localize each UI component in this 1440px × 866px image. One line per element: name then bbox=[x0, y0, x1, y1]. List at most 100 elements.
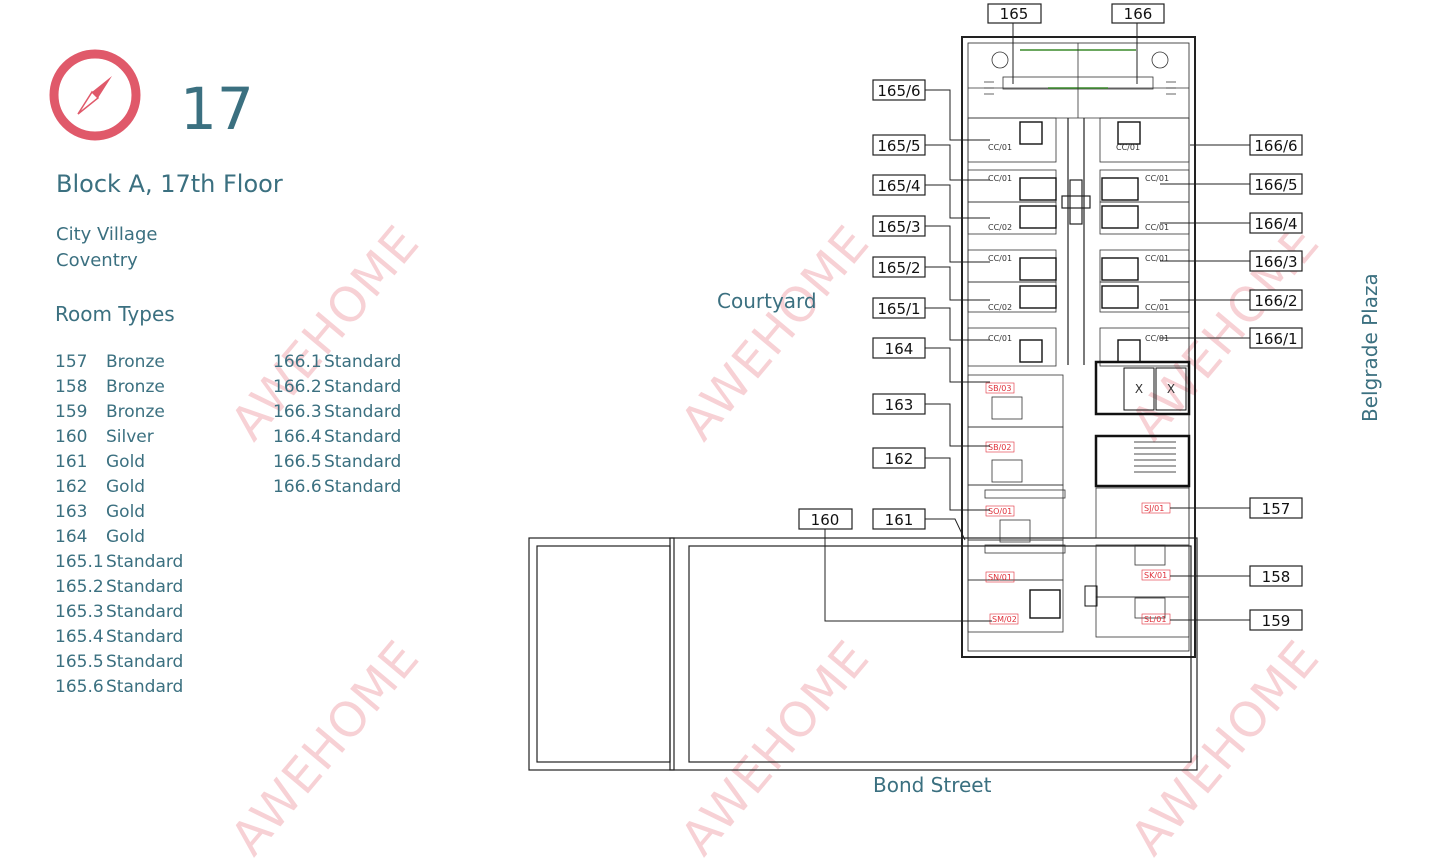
callout-label: 166/5 bbox=[1254, 176, 1297, 194]
room-number: 165.3 bbox=[55, 602, 104, 622]
room-code: SB/03 bbox=[988, 384, 1011, 393]
room-number: 166.3 bbox=[273, 402, 322, 422]
room-code: CC/01 bbox=[988, 334, 1012, 343]
lift-core bbox=[1084, 360, 1191, 607]
room-type: Standard bbox=[106, 577, 184, 597]
room-number: 157 bbox=[55, 352, 88, 372]
location-area: City Village bbox=[56, 224, 158, 245]
room-type: Bronze bbox=[106, 352, 165, 372]
callout-label: 166/1 bbox=[1254, 330, 1297, 348]
room-code: CC/02 bbox=[988, 223, 1012, 232]
room-code: CC/01 bbox=[988, 254, 1012, 263]
callout-label: 165/2 bbox=[877, 259, 920, 277]
room-type: Standard bbox=[324, 452, 402, 472]
room-code: SM/02 bbox=[992, 615, 1017, 624]
room-code: SK/01 bbox=[1144, 571, 1167, 580]
location-city: Coventry bbox=[56, 250, 138, 271]
room-code: CC/01 bbox=[1145, 334, 1169, 343]
room-number: 166.5 bbox=[273, 452, 322, 472]
bond-street-label: Bond Street bbox=[873, 773, 992, 797]
lift-mark: X bbox=[1135, 382, 1143, 396]
room-number: 163 bbox=[55, 502, 88, 522]
room-type: Standard bbox=[106, 652, 184, 672]
room-type: Gold bbox=[106, 502, 146, 522]
leader-lines bbox=[824, 23, 1250, 622]
room-type: Gold bbox=[106, 527, 146, 547]
room-type: Standard bbox=[106, 552, 184, 572]
room-number: 161 bbox=[55, 452, 88, 472]
room-codes-cc: CC/01 CC/01 CC/02 CC/01 CC/02 CC/01 CC/0… bbox=[988, 143, 1169, 343]
room-type: Standard bbox=[324, 477, 402, 497]
room-code: CC/01 bbox=[1116, 143, 1140, 152]
room-number: 166.4 bbox=[273, 427, 322, 447]
room-code: CC/01 bbox=[1145, 174, 1169, 183]
room-number: 158 bbox=[55, 377, 88, 397]
page-title: Block A, 17th Floor bbox=[56, 170, 283, 198]
floor-plan: X X SB/03 SB/02 SO/01 SN/01 SM/02 SL/01 … bbox=[528, 3, 1382, 797]
room-type: Standard bbox=[324, 402, 402, 422]
room-number: 162 bbox=[55, 477, 88, 497]
callout-label: 165/4 bbox=[877, 177, 920, 195]
room-type: Standard bbox=[324, 352, 402, 372]
callout-label: 165/6 bbox=[877, 82, 920, 100]
callout-label: 164 bbox=[885, 340, 914, 358]
callout-label: 166/4 bbox=[1254, 215, 1297, 233]
room-type: Standard bbox=[324, 427, 402, 447]
callout-label: 165 bbox=[1000, 5, 1029, 23]
annex-block bbox=[528, 537, 1198, 771]
callout-label: 163 bbox=[885, 396, 914, 414]
callout-label: 165/3 bbox=[877, 218, 920, 236]
room-type: Bronze bbox=[106, 377, 165, 397]
callout-label: 166/2 bbox=[1254, 292, 1297, 310]
top-rooms bbox=[968, 43, 1189, 119]
room-number: 165.5 bbox=[55, 652, 104, 672]
callout-label: 166/3 bbox=[1254, 253, 1297, 271]
room-code: CC/01 bbox=[1145, 223, 1169, 232]
room-code: SJ/01 bbox=[1144, 504, 1164, 513]
room-code: CC/02 bbox=[988, 303, 1012, 312]
room-number: 165.1 bbox=[55, 552, 104, 572]
right-rooms bbox=[1095, 117, 1190, 638]
floor-number: 17 bbox=[180, 75, 254, 143]
callout-label: 165/1 bbox=[877, 300, 920, 318]
callout-label: 158 bbox=[1262, 568, 1291, 586]
callout-label: 165/5 bbox=[877, 137, 920, 155]
callout-label: 166 bbox=[1124, 5, 1153, 23]
compass-icon bbox=[49, 49, 141, 141]
room-code: CC/01 bbox=[1145, 254, 1169, 263]
room-code: CC/01 bbox=[1145, 303, 1169, 312]
callout-label: 157 bbox=[1262, 500, 1291, 518]
room-codes: SB/03 SB/02 SO/01 SN/01 SM/02 SL/01 SK/0… bbox=[985, 382, 1171, 625]
room-code: SB/02 bbox=[988, 443, 1011, 452]
building-outline bbox=[961, 36, 1196, 658]
room-types-heading: Room Types bbox=[55, 302, 175, 326]
room-code: CC/01 bbox=[988, 143, 1012, 152]
room-type: Gold bbox=[106, 477, 146, 497]
room-number: 165.2 bbox=[55, 577, 104, 597]
room-number: 160 bbox=[55, 427, 88, 447]
courtyard-label: Courtyard bbox=[717, 289, 817, 313]
callout-label: 161 bbox=[885, 511, 914, 529]
room-number: 159 bbox=[55, 402, 88, 422]
belgrade-plaza-label: Belgrade Plaza bbox=[1358, 273, 1382, 422]
room-code: CC/01 bbox=[988, 174, 1012, 183]
room-code: SL/01 bbox=[1144, 615, 1166, 624]
room-type: Gold bbox=[106, 452, 146, 472]
room-code: SN/01 bbox=[988, 573, 1012, 582]
room-code: SO/01 bbox=[988, 507, 1012, 516]
room-type: Bronze bbox=[106, 402, 165, 422]
room-type: Standard bbox=[324, 377, 402, 397]
callout-labels: 165 166 165/6 165/5 165/4 165/3 165/2 16… bbox=[811, 5, 1298, 630]
room-number: 164 bbox=[55, 527, 88, 547]
room-number: 165.6 bbox=[55, 677, 104, 697]
callout-label: 162 bbox=[885, 450, 914, 468]
room-type: Standard bbox=[106, 602, 184, 622]
room-type: Standard bbox=[106, 627, 184, 647]
lift-mark: X bbox=[1167, 382, 1175, 396]
callout-label: 160 bbox=[811, 511, 840, 529]
callout-label: 159 bbox=[1262, 612, 1291, 630]
room-type: Standard bbox=[106, 677, 184, 697]
room-number: 166.2 bbox=[273, 377, 322, 397]
room-number: 166.6 bbox=[273, 477, 322, 497]
callout-boxes bbox=[798, 3, 1303, 631]
